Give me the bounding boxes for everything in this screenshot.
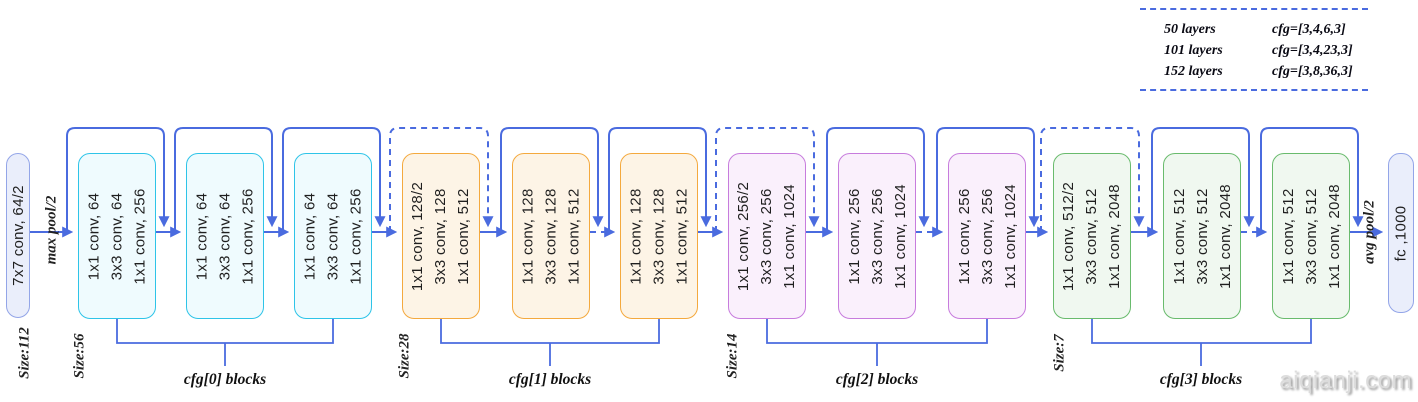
- conv-line: 1x1 conv, 256: [239, 187, 257, 285]
- conv-line: 1x1 conv, 64: [85, 192, 103, 280]
- conv-line: 1x1 conv, 256: [845, 187, 863, 285]
- conv-line: 1x1 conv, 128/2: [409, 181, 427, 291]
- conv-line: 1x1 conv, 256: [347, 187, 365, 285]
- size-label-112: Size:112: [16, 327, 33, 379]
- size-label-28: Size:28: [396, 333, 413, 379]
- conv-line: 1x1 conv, 512/2: [1060, 181, 1078, 291]
- avg-pool-label: avg pool/2: [1361, 200, 1378, 264]
- res-block: 1x1 conv, 64 3x3 conv, 64 1x1 conv, 256: [294, 153, 372, 319]
- res-block: 1x1 conv, 512/2 3x3 conv, 512 1x1 conv, …: [1053, 153, 1131, 319]
- legend-cfg-value: cfg=[3,8,36,3]: [1272, 63, 1353, 79]
- block-text: 1x1 conv, 128/2 3x3 conv, 128 1x1 conv, …: [407, 181, 476, 290]
- conv-line: 1x1 conv, 256: [955, 187, 973, 285]
- legend-row: 152 layers cfg=[3,8,36,3]: [1140, 61, 1368, 82]
- watermark: aiqianji.com: [1279, 367, 1412, 394]
- cfg0-blocks-label: cfg[0] blocks: [183, 371, 267, 388]
- size-label-56: Size:56: [71, 333, 88, 379]
- legend-row: 101 layers cfg=[3,4,23,3]: [1140, 40, 1368, 61]
- block-text: 1x1 conv, 64 3x3 conv, 64 1x1 conv, 256: [83, 188, 152, 284]
- block-text: 1x1 conv, 256 3x3 conv, 256 1x1 conv, 10…: [843, 184, 912, 289]
- input-conv-block: 7x7 conv, 64/2: [6, 153, 30, 318]
- conv-line: 3x3 conv, 512: [1302, 187, 1320, 285]
- conv-line: 1x1 conv, 2048: [1216, 183, 1234, 289]
- conv-line: 1x1 conv, 1024: [781, 183, 799, 289]
- conv-line: 1x1 conv, 128: [519, 187, 537, 285]
- res-block: 1x1 conv, 128/2 3x3 conv, 128 1x1 conv, …: [402, 153, 480, 319]
- size-label-14: Size:14: [724, 333, 741, 379]
- block-text: 1x1 conv, 512 3x3 conv, 512 1x1 conv, 20…: [1277, 184, 1346, 289]
- max-pool-label: max pool/2: [43, 195, 60, 265]
- conv-line: 1x1 conv, 512: [565, 187, 583, 285]
- block-text: 1x1 conv, 128 3x3 conv, 128 1x1 conv, 51…: [625, 188, 694, 284]
- conv-line: 3x3 conv, 256: [868, 187, 886, 285]
- block-text: 1x1 conv, 64 3x3 conv, 64 1x1 conv, 256: [191, 188, 260, 284]
- res-block: 1x1 conv, 64 3x3 conv, 64 1x1 conv, 256: [186, 153, 264, 319]
- legend-layers-label: 50 layers: [1164, 21, 1216, 37]
- res-block: 1x1 conv, 128 3x3 conv, 128 1x1 conv, 51…: [620, 153, 698, 319]
- legend: 50 layers cfg=[3,4,6,3] 101 layers cfg=[…: [1140, 8, 1368, 91]
- conv-line: 7x7 conv, 64/2: [9, 185, 27, 286]
- conv-line: 3x3 conv, 128: [650, 187, 668, 285]
- block-text: 1x1 conv, 128 3x3 conv, 128 1x1 conv, 51…: [517, 188, 586, 284]
- conv-line: 3x3 conv, 128: [542, 187, 560, 285]
- conv-line: 1x1 conv, 64: [301, 192, 319, 280]
- conv-line: 1x1 conv, 128: [627, 187, 645, 285]
- res-block: 1x1 conv, 256 3x3 conv, 256 1x1 conv, 10…: [948, 153, 1026, 319]
- fc-block: fc ,1000: [1388, 153, 1414, 313]
- conv-line: 1x1 conv, 64: [193, 192, 211, 280]
- block-text: 7x7 conv, 64/2: [7, 185, 30, 286]
- cfg3-blocks-label: cfg[3] blocks: [1159, 371, 1243, 388]
- block-text: 1x1 conv, 512/2 3x3 conv, 512 1x1 conv, …: [1058, 181, 1127, 290]
- legend-layers-label: 101 layers: [1164, 42, 1223, 58]
- cfg2-blocks-label: cfg[2] blocks: [835, 371, 919, 388]
- conv-line: 3x3 conv, 256: [758, 187, 776, 285]
- res-block: 1x1 conv, 256/2 3x3 conv, 256 1x1 conv, …: [728, 153, 806, 319]
- conv-line: fc ,1000: [1392, 205, 1410, 261]
- conv-line: 3x3 conv, 64: [324, 192, 342, 280]
- conv-line: 1x1 conv, 512: [455, 187, 473, 285]
- conv-line: 3x3 conv, 256: [978, 187, 996, 285]
- legend-layers-label: 152 layers: [1164, 63, 1223, 79]
- conv-line: 1x1 conv, 256/2: [735, 181, 753, 291]
- res-block: 1x1 conv, 128 3x3 conv, 128 1x1 conv, 51…: [512, 153, 590, 319]
- conv-line: 3x3 conv, 512: [1193, 187, 1211, 285]
- conv-line: 1x1 conv, 1024: [891, 183, 909, 289]
- block-text: 1x1 conv, 256 3x3 conv, 256 1x1 conv, 10…: [953, 184, 1022, 289]
- conv-line: 1x1 conv, 2048: [1106, 183, 1124, 289]
- legend-cfg-value: cfg=[3,4,23,3]: [1272, 42, 1353, 58]
- block-text: 1x1 conv, 64 3x3 conv, 64 1x1 conv, 256: [299, 188, 368, 284]
- conv-line: 1x1 conv, 512: [1279, 187, 1297, 285]
- block-text: fc ,1000: [1390, 205, 1413, 261]
- conv-line: 3x3 conv, 512: [1083, 187, 1101, 285]
- conv-line: 1x1 conv, 2048: [1325, 183, 1343, 289]
- res-block: 1x1 conv, 512 3x3 conv, 512 1x1 conv, 20…: [1272, 153, 1350, 319]
- res-block: 1x1 conv, 256 3x3 conv, 256 1x1 conv, 10…: [838, 153, 916, 319]
- conv-line: 1x1 conv, 512: [673, 187, 691, 285]
- conv-line: 1x1 conv, 1024: [1001, 183, 1019, 289]
- conv-line: 3x3 conv, 64: [216, 192, 234, 280]
- block-text: 1x1 conv, 512 3x3 conv, 512 1x1 conv, 20…: [1168, 184, 1237, 289]
- size-label-7: Size:7: [1051, 334, 1068, 372]
- conv-line: 1x1 conv, 512: [1170, 187, 1188, 285]
- cfg1-blocks-label: cfg[1] blocks: [508, 371, 592, 388]
- conv-line: 3x3 conv, 128: [432, 187, 450, 285]
- legend-row: 50 layers cfg=[3,4,6,3]: [1140, 19, 1368, 40]
- legend-cfg-value: cfg=[3,4,6,3]: [1272, 21, 1346, 37]
- conv-line: 1x1 conv, 256: [131, 187, 149, 285]
- res-block: 1x1 conv, 512 3x3 conv, 512 1x1 conv, 20…: [1163, 153, 1241, 319]
- block-text: 1x1 conv, 256/2 3x3 conv, 256 1x1 conv, …: [733, 181, 802, 290]
- conv-line: 3x3 conv, 64: [108, 192, 126, 280]
- res-block: 1x1 conv, 64 3x3 conv, 64 1x1 conv, 256: [78, 153, 156, 319]
